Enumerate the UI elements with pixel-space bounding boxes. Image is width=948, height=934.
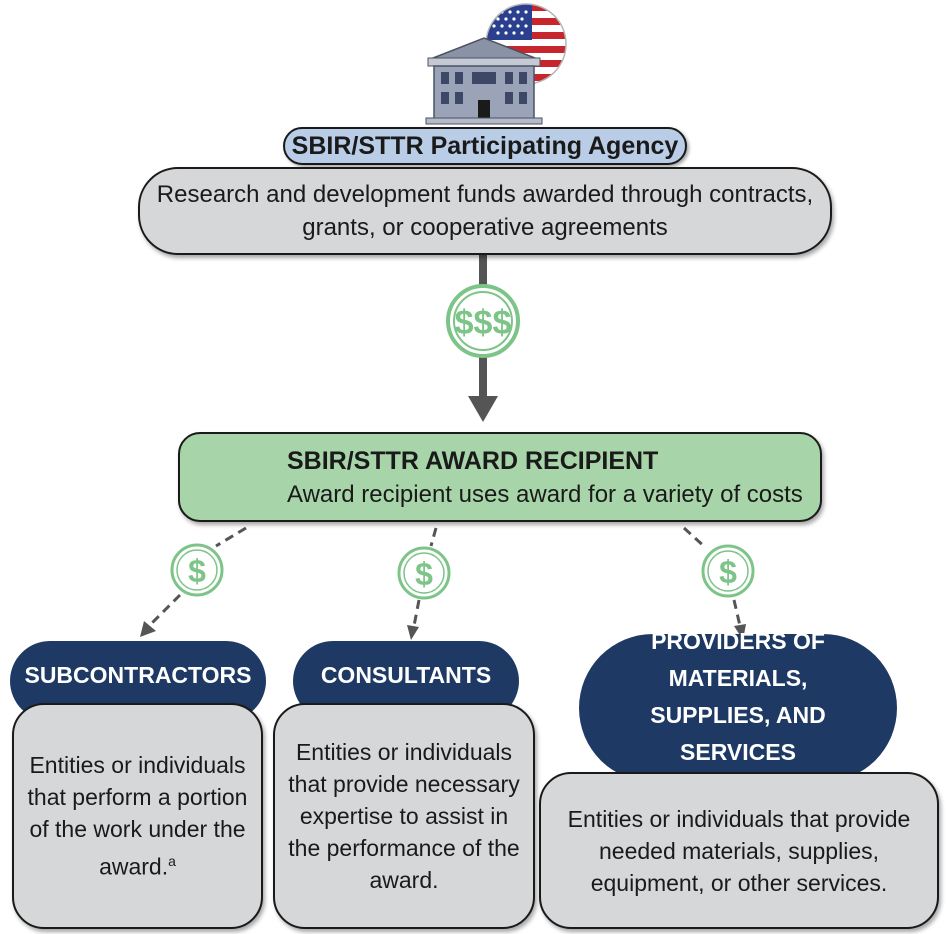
dollar-label: $ <box>415 556 433 592</box>
agency-title: SBIR/STTR Participating Agency <box>283 127 687 165</box>
award-recipient-title: SBIR/STTR AWARD RECIPIENT <box>287 447 659 475</box>
subcontractors-description-text: Entities or individuals that perform a p… <box>27 752 248 880</box>
providers-description: Entities or individuals that provide nee… <box>539 772 939 929</box>
dollar-circle-icon: $ <box>701 544 755 598</box>
subcontractors-description-body: Entities or individuals that perform a p… <box>25 749 251 883</box>
branch-arrow-con-upper <box>429 527 438 547</box>
agency-description-text: Research and development funds awarded t… <box>156 181 814 241</box>
branch-arrowhead-con <box>407 625 419 640</box>
dollar-circle-icon: $ <box>170 543 224 597</box>
footnote-marker: a <box>168 853 176 870</box>
dollar-label: $ <box>719 554 737 590</box>
money-flow-icon: $$$ <box>446 284 520 358</box>
branch-arrow-sub-upper <box>215 526 247 548</box>
dollar-circle-icon: $ <box>397 546 451 600</box>
branch-arrow-prov-lower <box>732 599 742 627</box>
agency-description: Research and development funds awarded t… <box>138 167 832 255</box>
providers-description-text: Entities or individuals that provide nee… <box>567 805 911 896</box>
branch-arrow-prov-upper <box>682 526 708 550</box>
branch-arrowhead-sub <box>140 621 156 637</box>
providers-header: PROVIDERS OF MATERIALS, SUPPLIES, AND SE… <box>579 628 897 782</box>
subcontractors-description: Entities or individuals that perform a p… <box>12 703 263 929</box>
award-recipient-box <box>178 432 822 522</box>
money-flow-label: $$$ <box>455 304 512 342</box>
providers-header-text: PROVIDERS OF MATERIALS, SUPPLIES, AND SE… <box>650 628 826 765</box>
branch-arrow-sub-lower <box>148 593 182 627</box>
consultants-description-text: Entities or individuals that provide nec… <box>288 739 520 893</box>
flow-arrow-head <box>468 396 498 422</box>
consultants-description: Entities or individuals that provide nec… <box>273 703 535 929</box>
branch-arrow-con-lower <box>412 599 421 627</box>
award-recipient-description: Award recipient uses award for a variety… <box>287 481 803 508</box>
dollar-label: $ <box>188 553 206 589</box>
government-building-icon <box>425 3 567 125</box>
